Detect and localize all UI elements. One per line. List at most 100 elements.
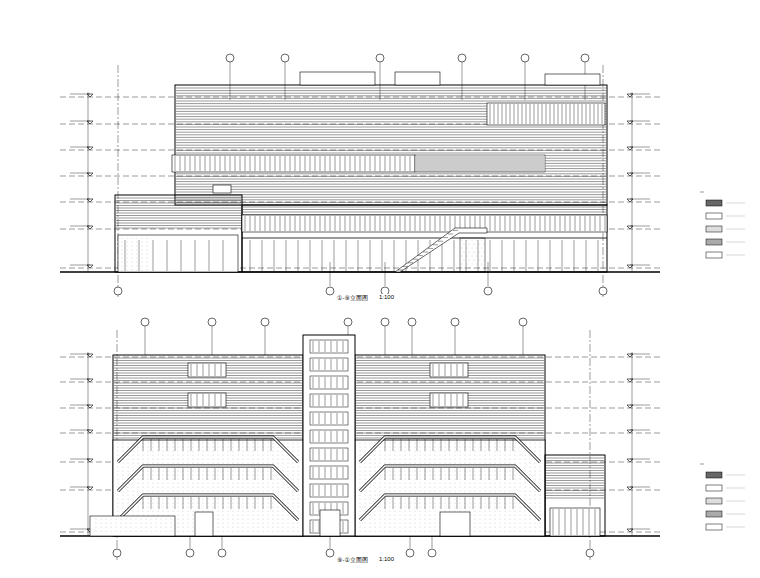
draw-line [114,430,302,431]
texture-dot [534,490,536,492]
texture-dot [222,526,224,528]
texture-dot [187,474,189,476]
texture-dot [126,265,128,267]
texture-dot [444,474,446,476]
texture-dot [461,247,463,249]
texture-dot [207,462,209,464]
texture-dot [471,247,473,249]
texture-dot [389,482,391,484]
texture-dot [519,466,521,468]
draw-line [209,364,210,376]
draw-line [116,218,241,219]
texture-dot [127,502,129,504]
texture-dot [147,490,149,492]
texture-dot [399,474,401,476]
texture-dot [464,490,466,492]
texture-dot [514,446,516,448]
draw-line [514,240,515,271]
texture-dot [207,482,209,484]
draw-line [315,216,316,231]
texture-dot [247,498,249,500]
texture-dot [384,490,386,492]
texture-dot [419,470,421,472]
texture-dot [414,446,416,448]
texture-dot [444,454,446,456]
texture-dot [146,237,148,239]
texture-dot [471,239,473,241]
draw-line [395,156,396,171]
texture-dot [499,470,501,472]
texture-dot [137,454,139,456]
texture-dot [257,442,259,444]
texture-dot [473,259,475,261]
texture-dot [177,530,179,532]
texture-dot [429,462,431,464]
draw-line [290,216,291,231]
texture-dot [479,482,481,484]
draw-rect [175,85,607,205]
texture-dot [466,239,468,241]
texture-dot [252,498,254,500]
texture-dot [287,494,289,496]
texture-dot [484,442,486,444]
texture-dot [287,466,289,468]
texture-dot [227,446,229,448]
texture-dot [232,450,234,452]
draw-line [380,62,381,100]
draw-line [239,497,240,509]
texture-dot [449,490,451,492]
texture-dot [237,526,239,528]
texture-dot [172,450,174,452]
texture-dot [297,474,299,476]
draw-line [356,430,544,431]
texture-dot [117,466,119,468]
texture-dot [459,450,461,452]
texture-dot [272,490,274,492]
texture-dot [197,506,199,508]
texture-dot [479,462,481,464]
texture-dot [127,490,129,492]
texture-dot [212,458,214,460]
texture-dot [399,454,401,456]
draw-line [356,378,544,379]
texture-dot [469,450,471,452]
texture-dot [464,458,466,460]
texture-dot [187,498,189,500]
texture-dot [509,446,511,448]
texture-dot [297,450,299,452]
texture-dot [136,241,138,243]
texture-dot [207,486,209,488]
texture-dot [187,462,189,464]
texture-dot [217,474,219,476]
texture-dot [192,490,194,492]
draw-line [416,171,544,172]
draw-line [215,439,216,451]
texture-dot [282,526,284,528]
texture-dot [287,502,289,504]
texture-dot [146,269,148,271]
texture-dot [187,518,189,520]
texture-dot [131,265,133,267]
axis-bubble [226,54,234,62]
texture-dot [117,498,119,500]
draw-line [116,228,241,229]
texture-dot [192,506,194,508]
texture-dot [172,510,174,512]
texture-dot [379,474,381,476]
draw-line [114,420,302,421]
texture-dot [389,450,391,452]
texture-dot [222,490,224,492]
texture-dot [142,510,144,512]
texture-dot [136,257,138,259]
draw-line [320,216,321,231]
axis-bubble [261,318,269,326]
stair-rail [118,466,298,491]
texture-dot [389,486,391,488]
texture-dot [439,454,441,456]
texture-dot [379,494,381,496]
draw-line [207,468,208,480]
texture-dot [379,462,381,464]
texture-dot [237,450,239,452]
texture-dot [267,482,269,484]
texture-dot [197,478,199,480]
